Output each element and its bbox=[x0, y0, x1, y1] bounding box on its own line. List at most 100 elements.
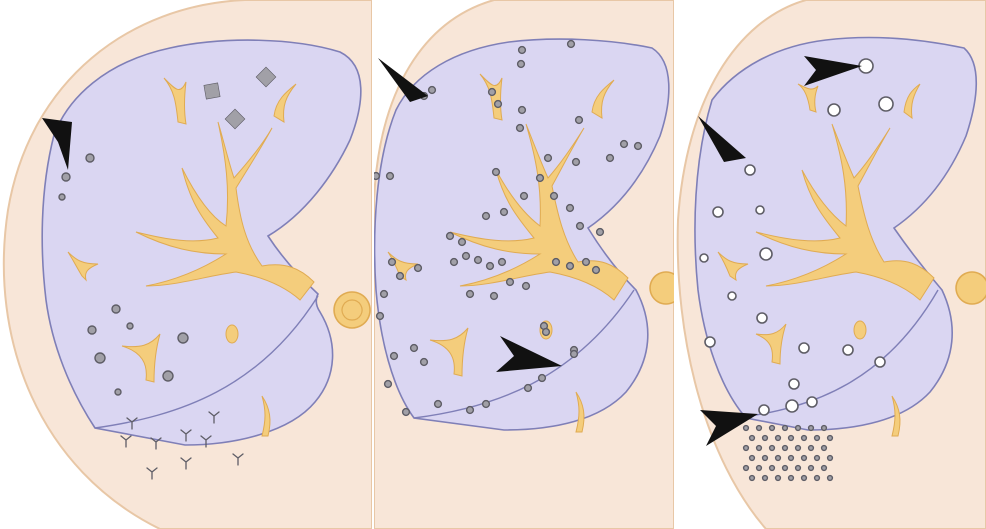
panel-3-drawing bbox=[676, 0, 986, 529]
nodule bbox=[568, 41, 575, 48]
nodule bbox=[499, 259, 506, 266]
nodule bbox=[802, 456, 807, 461]
nodule bbox=[809, 426, 814, 431]
vessel-cross-section bbox=[854, 321, 866, 339]
nodule bbox=[62, 173, 70, 181]
nodule bbox=[786, 400, 798, 412]
nodule bbox=[163, 371, 173, 381]
nodule bbox=[828, 456, 833, 461]
nodule bbox=[543, 329, 550, 336]
hilum-vessel bbox=[334, 292, 370, 328]
nodule bbox=[828, 476, 833, 481]
nodule bbox=[796, 466, 801, 471]
nodule bbox=[757, 313, 767, 323]
panel-3 bbox=[676, 0, 986, 529]
nodule bbox=[700, 254, 708, 262]
panel-2-drawing bbox=[374, 0, 674, 529]
nodule bbox=[463, 253, 470, 260]
nodule bbox=[760, 248, 772, 260]
nodule bbox=[783, 466, 788, 471]
nodule bbox=[451, 259, 458, 266]
hilum-vessel bbox=[956, 272, 986, 304]
panel-1-drawing bbox=[0, 0, 372, 529]
nodule bbox=[783, 426, 788, 431]
hilum-vessel bbox=[650, 272, 674, 304]
nodule bbox=[537, 175, 544, 182]
nodule bbox=[593, 267, 600, 274]
panel-1 bbox=[0, 0, 372, 529]
nodule bbox=[403, 409, 410, 416]
nodule bbox=[487, 263, 494, 270]
nodule bbox=[545, 155, 552, 162]
nodule bbox=[435, 401, 442, 408]
nodule bbox=[551, 193, 558, 200]
nodule bbox=[567, 263, 574, 270]
nodule bbox=[576, 117, 583, 124]
nodule bbox=[809, 466, 814, 471]
nodule bbox=[597, 229, 604, 236]
nodule bbox=[744, 426, 749, 431]
nodule bbox=[391, 353, 398, 360]
nodule bbox=[745, 165, 755, 175]
nodule bbox=[796, 446, 801, 451]
nodule bbox=[822, 466, 827, 471]
nodule bbox=[517, 125, 524, 132]
nodule bbox=[495, 101, 502, 108]
nodule bbox=[750, 436, 755, 441]
nodule bbox=[59, 194, 65, 200]
nodule bbox=[776, 476, 781, 481]
nodule bbox=[519, 47, 526, 54]
nodule bbox=[489, 89, 496, 96]
nodule bbox=[789, 476, 794, 481]
nodule bbox=[807, 397, 817, 407]
nodule bbox=[815, 436, 820, 441]
nodule bbox=[204, 83, 220, 99]
nodule bbox=[483, 213, 490, 220]
nodule bbox=[467, 407, 474, 414]
nodule bbox=[127, 323, 133, 329]
nodule bbox=[875, 357, 885, 367]
nodule bbox=[88, 326, 96, 334]
nodule bbox=[879, 97, 893, 111]
nodule bbox=[421, 359, 428, 366]
nodule bbox=[539, 375, 546, 382]
nodule bbox=[713, 207, 723, 217]
nodule bbox=[802, 476, 807, 481]
nodule bbox=[828, 436, 833, 441]
nodule bbox=[86, 154, 94, 162]
nodule bbox=[776, 456, 781, 461]
nodule bbox=[770, 446, 775, 451]
nodule bbox=[750, 476, 755, 481]
nodule bbox=[728, 292, 736, 300]
nodule bbox=[389, 259, 396, 266]
nodule bbox=[789, 456, 794, 461]
nodule bbox=[573, 159, 580, 166]
nodule bbox=[429, 87, 436, 94]
nodule bbox=[521, 193, 528, 200]
nodule bbox=[815, 456, 820, 461]
nodule bbox=[381, 291, 388, 298]
nodule bbox=[828, 104, 840, 116]
nodule bbox=[809, 446, 814, 451]
nodule bbox=[815, 476, 820, 481]
nodule bbox=[387, 173, 394, 180]
nodule bbox=[571, 351, 578, 358]
nodule bbox=[744, 446, 749, 451]
nodule bbox=[467, 291, 474, 298]
nodule bbox=[112, 305, 120, 313]
nodule bbox=[750, 456, 755, 461]
nodule bbox=[553, 259, 560, 266]
nodule bbox=[115, 389, 121, 395]
nodule bbox=[475, 257, 482, 264]
nodule bbox=[385, 381, 392, 388]
nodule bbox=[763, 456, 768, 461]
nodule bbox=[483, 401, 490, 408]
nodule bbox=[705, 337, 715, 347]
nodule bbox=[757, 446, 762, 451]
nodule bbox=[621, 141, 628, 148]
nodule bbox=[523, 283, 530, 290]
nodule bbox=[491, 293, 498, 300]
nodule bbox=[843, 345, 853, 355]
nodule bbox=[756, 206, 764, 214]
nodule bbox=[95, 353, 105, 363]
